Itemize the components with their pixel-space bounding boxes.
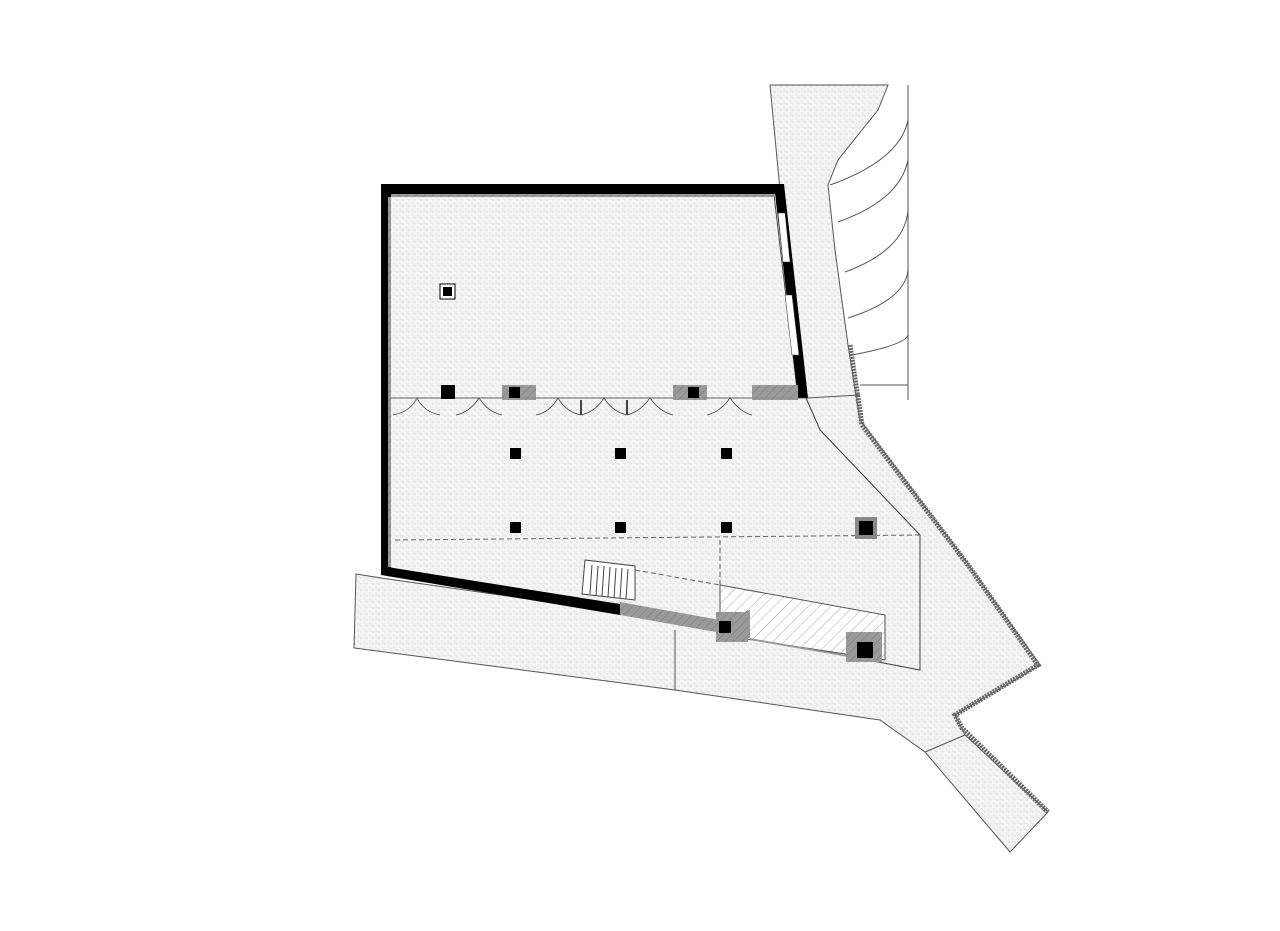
column [509,387,520,398]
pavement-joint [805,394,861,399]
windows [777,212,800,356]
wall-finish-south [620,602,885,662]
column [510,522,521,533]
pavement-joint [924,734,966,753]
column [721,522,732,533]
exterior-steps [829,85,909,400]
column [615,522,626,533]
column [615,448,626,459]
column [441,385,455,399]
column [721,448,732,459]
column [688,387,699,398]
columns [439,283,877,658]
column [859,521,873,535]
interior-stair [581,559,636,601]
column [857,642,873,658]
column [719,621,731,633]
column [510,448,521,459]
doors [390,397,806,416]
retaining-wall [847,344,1050,814]
overhead-lines [394,534,921,586]
column [443,287,452,296]
